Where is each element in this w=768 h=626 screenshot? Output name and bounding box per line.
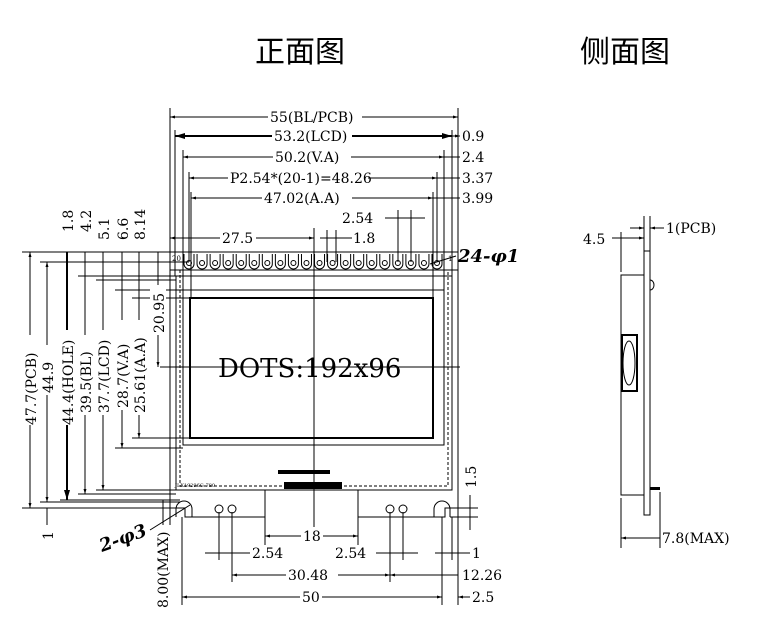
display-dots-label: DOTS:192x96 bbox=[218, 354, 401, 384]
dim-39-5-bl: 39.5(BL) bbox=[79, 351, 95, 413]
dim-1-8-left: 1.8 bbox=[61, 210, 77, 232]
pin-pad bbox=[405, 254, 417, 270]
dim-1-bottom: 1 bbox=[472, 546, 481, 562]
pin-pad bbox=[353, 254, 365, 270]
pin-hole bbox=[303, 260, 310, 266]
pin-row bbox=[183, 254, 443, 270]
dim-50-2-va: 50.2(V.A) bbox=[275, 150, 339, 166]
pin-pad bbox=[209, 254, 221, 270]
connector-strip bbox=[278, 470, 330, 474]
bottom-pins bbox=[214, 504, 408, 514]
dim-1-8: 1.8 bbox=[353, 231, 375, 247]
side-dim-7-8-max: 7.8(MAX) bbox=[662, 531, 730, 547]
ic-chip bbox=[284, 482, 342, 489]
dim-0-9: 0.9 bbox=[462, 129, 484, 145]
dim-25-61-aa: 25.61(A.A) bbox=[133, 337, 149, 413]
pin-pad bbox=[431, 254, 443, 270]
pin-hole bbox=[420, 260, 427, 266]
pin-hole bbox=[290, 260, 297, 266]
front-view-title: 正面图 bbox=[255, 35, 345, 70]
dim-47-7-pcb: 47.7(PCB) bbox=[24, 352, 40, 425]
side-view-title: 侧面图 bbox=[580, 35, 670, 70]
dim-pitch: P2.54*(20-1)=48.26 bbox=[230, 171, 372, 187]
pin-hole bbox=[381, 260, 388, 266]
pin-hole bbox=[329, 260, 336, 266]
dim-2-54-right: 2.54 bbox=[335, 546, 366, 562]
dim-4-2: 4.2 bbox=[79, 210, 95, 232]
dim-30-48: 30.48 bbox=[288, 568, 328, 584]
pin-pad bbox=[274, 254, 286, 270]
dim-2-4: 2.4 bbox=[462, 150, 484, 166]
pin-pad bbox=[196, 254, 208, 270]
top-dimensions: 55(BL/PCB) 53.2(LCD) 50.2(V.A) P2.54*(20… bbox=[169, 108, 519, 298]
pin-hole bbox=[368, 260, 375, 266]
dim-8-max: 8.00(MAX) bbox=[156, 531, 172, 608]
dim-18: 18 bbox=[303, 529, 321, 545]
side-pcb bbox=[643, 250, 651, 516]
dim-2-54-left: 2.54 bbox=[252, 546, 283, 562]
dim-55-bl-pcb: 55(BL/PCB) bbox=[270, 110, 353, 126]
dim-20-95: 20.95 bbox=[152, 293, 168, 333]
dim-6-6: 6.6 bbox=[116, 218, 132, 240]
side-module-body bbox=[620, 274, 645, 496]
pin-pad bbox=[287, 254, 299, 270]
dim-8-14: 8.14 bbox=[133, 209, 149, 240]
side-dim-1-pcb: 1(PCB) bbox=[666, 221, 716, 237]
pin-pad bbox=[222, 254, 234, 270]
pin-20-label: 20 bbox=[172, 255, 181, 263]
pin-hole bbox=[264, 260, 271, 266]
pin-pad bbox=[300, 254, 312, 270]
dim-37-7-lcd: 37.7(LCD) bbox=[97, 340, 113, 413]
pin-pad bbox=[418, 254, 430, 270]
pin-pad bbox=[392, 254, 404, 270]
dim-pin-pitch: 2.54 bbox=[342, 211, 373, 227]
front-view: DOTS:192x96 JLX19296G-780 20 1 55(BL/PCB… bbox=[22, 108, 519, 608]
holes-24-phi1-label: 24-φ1 bbox=[457, 246, 519, 267]
side-view: 4.5 1(PCB) 7.8(MAX) bbox=[583, 216, 730, 548]
left-dimensions: 47.7(PCB) 44.9 44.4(HOLE) 39.5(BL) 37.7(… bbox=[22, 209, 191, 608]
pin-hole bbox=[342, 260, 349, 266]
pin-pad bbox=[235, 254, 247, 270]
active-area bbox=[189, 297, 434, 439]
pin-hole bbox=[251, 260, 258, 266]
dim-3-99: 3.99 bbox=[462, 191, 493, 207]
side-pin-bump bbox=[649, 279, 655, 291]
dim-50: 50 bbox=[302, 590, 320, 606]
pin-hole bbox=[277, 260, 284, 266]
dim-47-02-aa: 47.02(A.A) bbox=[264, 191, 340, 207]
pin-pad bbox=[327, 254, 339, 270]
dim-2-5: 2.5 bbox=[472, 590, 494, 606]
dim-3-37: 3.37 bbox=[462, 171, 493, 187]
side-dim-4-5: 4.5 bbox=[583, 232, 605, 248]
pin-pad bbox=[379, 254, 391, 270]
dim-1-bottom-left: 1 bbox=[41, 531, 57, 540]
pin-hole bbox=[316, 260, 323, 266]
bottom-dimensions: 18 2.54 2.54 30.48 12.26 50 2.5 1 1.5 bbox=[181, 466, 502, 606]
pin-pad bbox=[261, 254, 273, 270]
pin-pad bbox=[248, 254, 260, 270]
pin-hole bbox=[212, 260, 219, 266]
dim-53-2-lcd: 53.2(LCD) bbox=[274, 129, 347, 145]
side-connector bbox=[621, 334, 638, 392]
pin-pad bbox=[314, 254, 326, 270]
pin-1-label: 1 bbox=[448, 255, 452, 263]
pin-hole bbox=[199, 260, 206, 266]
dim-5-1: 5.1 bbox=[97, 218, 113, 240]
dim-44-4-hole: 44.4(HOLE) bbox=[61, 340, 77, 425]
mount-hole-right bbox=[433, 500, 451, 517]
dim-44-9: 44.9 bbox=[41, 362, 57, 393]
pin-hole bbox=[355, 260, 362, 266]
mount-holes-2-phi3-label: 2-φ3 bbox=[96, 520, 150, 557]
dim-12-26: 12.26 bbox=[462, 568, 502, 584]
model-label: JLX19296G-780 bbox=[174, 483, 215, 489]
dim-28-7-va: 28.7(V.A) bbox=[116, 344, 132, 408]
pin-pad bbox=[340, 254, 352, 270]
dim-27-5: 27.5 bbox=[222, 231, 253, 247]
pin-hole bbox=[225, 260, 232, 266]
dim-1-5: 1.5 bbox=[464, 466, 480, 488]
pin-hole bbox=[238, 260, 245, 266]
pin-pad bbox=[183, 254, 195, 270]
pin-pad bbox=[366, 254, 378, 270]
